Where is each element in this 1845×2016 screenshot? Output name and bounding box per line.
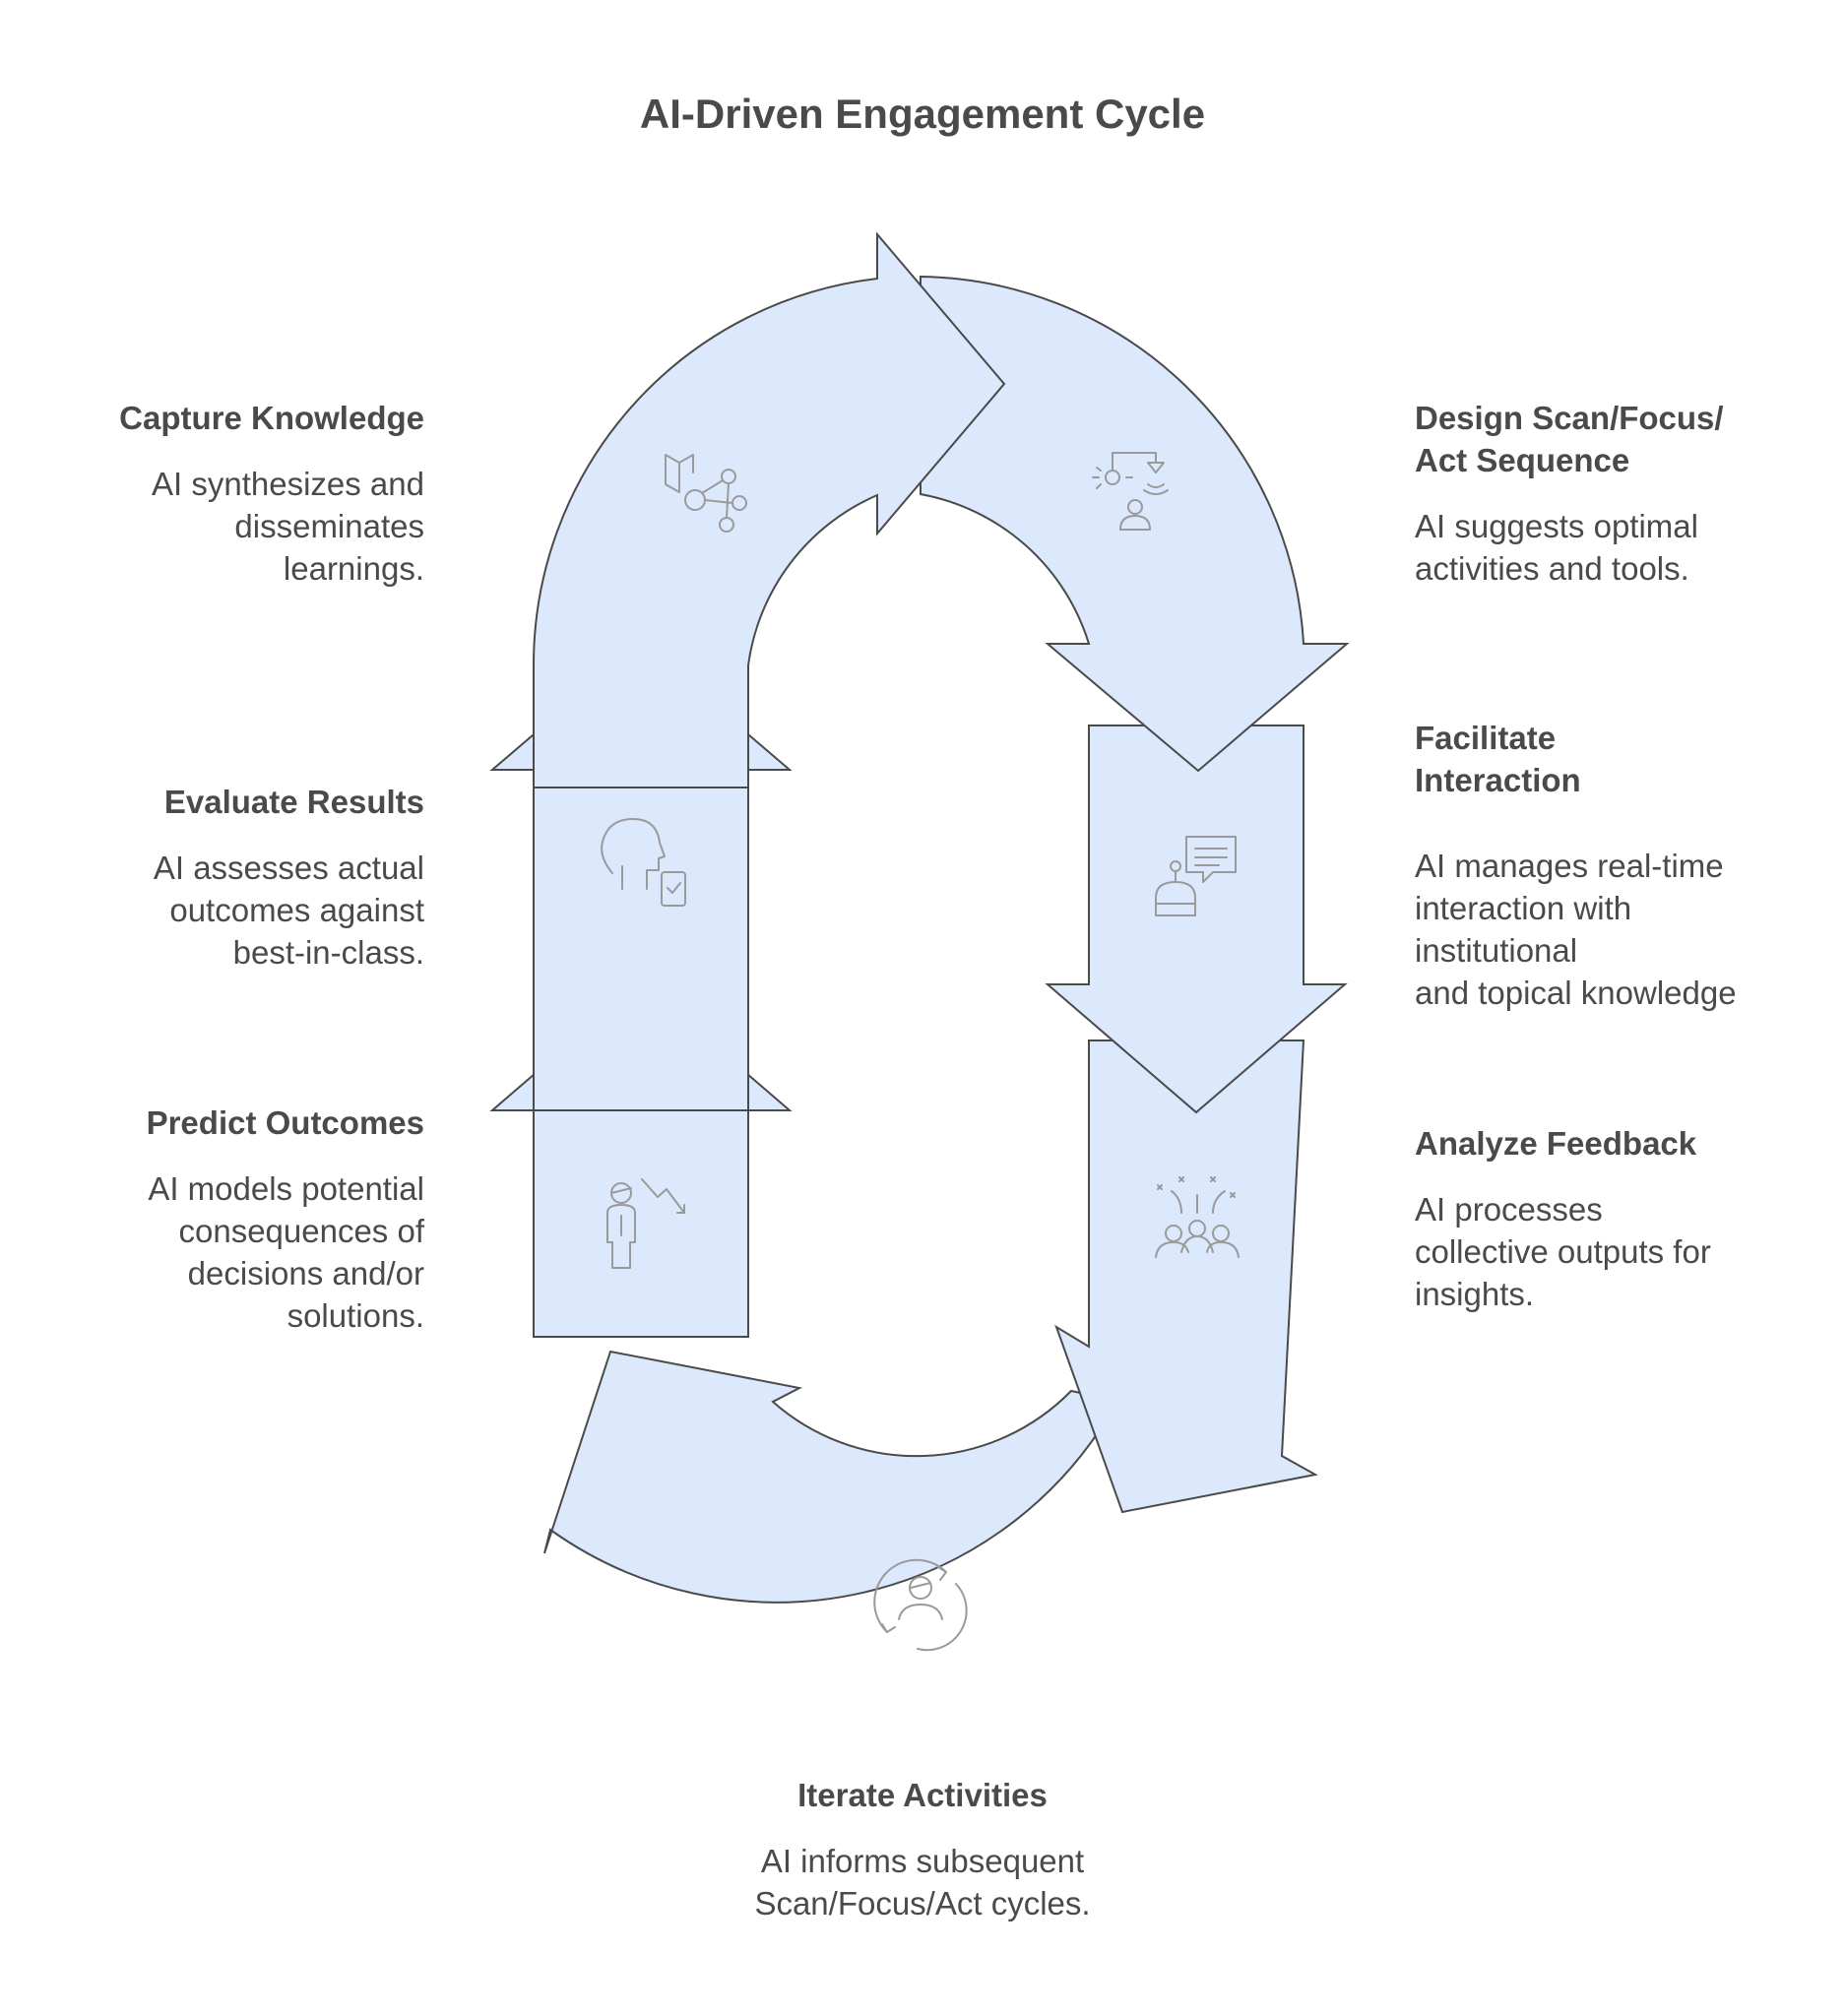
step-title: Capture Knowledge bbox=[119, 400, 424, 436]
step-title: Facilitate Interaction bbox=[1415, 720, 1581, 798]
step-description: AI processes collective outputs for insi… bbox=[1415, 1191, 1711, 1312]
step-description: AI informs subsequent Scan/Focus/Act cyc… bbox=[754, 1843, 1091, 1922]
robot-arm-person-icon bbox=[1092, 452, 1169, 531]
step-description: AI suggests optimal activities and tools… bbox=[1415, 508, 1698, 587]
chatbot-icon bbox=[1155, 836, 1237, 916]
person-cycle-icon bbox=[873, 1558, 968, 1652]
cycle-arrow-capture-knowledge bbox=[532, 231, 1006, 788]
step-description: AI manages real-time interaction with in… bbox=[1415, 848, 1737, 1011]
step-description: AI synthesizes and disseminates learning… bbox=[152, 466, 424, 587]
group-insights-icon bbox=[1155, 1176, 1240, 1258]
step-facilitate-interaction: Facilitate Interaction AI manages real-t… bbox=[1415, 717, 1838, 1014]
step-predict-outcomes: Predict Outcomes AI models potential con… bbox=[11, 1102, 424, 1337]
step-evaluate-results: Evaluate Results AI assesses actual outc… bbox=[11, 781, 424, 974]
step-design-sequence: Design Scan/Focus/ Act Sequence AI sugge… bbox=[1415, 397, 1828, 590]
step-description: AI assesses actual outcomes against best… bbox=[153, 850, 424, 971]
book-network-icon bbox=[665, 454, 747, 533]
step-capture-knowledge: Capture Knowledge AI synthesizes and dis… bbox=[11, 397, 424, 590]
cycle-arrow-facilitate-interaction bbox=[1045, 724, 1348, 1114]
diagram-title: AI-Driven Engagement Cycle bbox=[639, 91, 1206, 137]
step-title: Predict Outcomes bbox=[146, 1104, 424, 1141]
step-title: Evaluate Results bbox=[163, 784, 424, 820]
step-description: AI models potential consequences of deci… bbox=[148, 1170, 424, 1334]
step-title: Analyze Feedback bbox=[1415, 1125, 1697, 1162]
step-title: Iterate Activities bbox=[797, 1777, 1048, 1813]
cycle-arrow-analyze-feedback bbox=[1054, 1040, 1318, 1514]
person-trend-icon bbox=[606, 1178, 685, 1269]
step-analyze-feedback: Analyze Feedback AI processes collective… bbox=[1415, 1122, 1828, 1315]
step-title: Design Scan/Focus/ Act Sequence bbox=[1415, 400, 1724, 478]
cycle-arrow-iterate-activities bbox=[543, 1350, 1119, 1604]
step-iterate-activities: Iterate Activities AI informs subsequent… bbox=[627, 1774, 1218, 1924]
head-checklist-icon bbox=[601, 818, 686, 907]
cycle-arrow-design-sequence bbox=[920, 275, 1350, 773]
